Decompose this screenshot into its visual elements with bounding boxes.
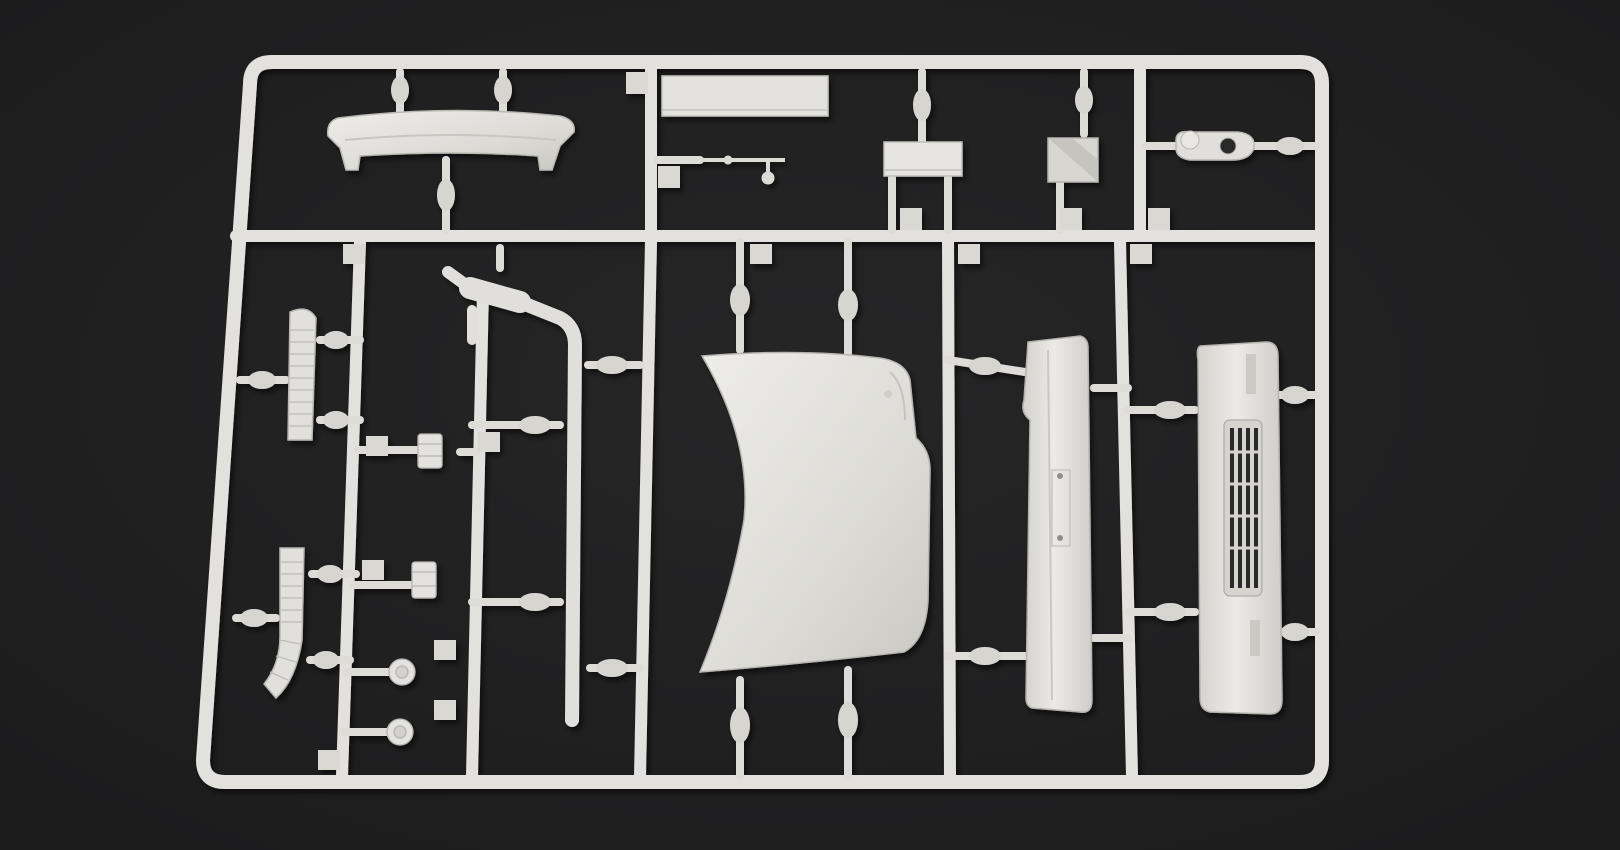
sprue-frame [196, 55, 1329, 789]
rear-wing-part [326, 109, 575, 171]
sprue-runners [230, 62, 1324, 782]
grille-slots [1230, 428, 1258, 588]
gate-bulges [240, 76, 1309, 743]
bracket-part [1175, 130, 1255, 161]
front-bumper-part [1196, 341, 1283, 715]
block-part [883, 141, 963, 177]
rear-bumper-part [1022, 335, 1093, 713]
flat-panel-part [661, 75, 829, 117]
hood-part [698, 351, 931, 673]
sprue-assembly [196, 55, 1329, 789]
round-knob-parts [386, 658, 416, 746]
small-cylinder-parts [411, 433, 443, 599]
exhaust-pipe-part [442, 266, 582, 727]
intake-hose-lower [263, 547, 305, 700]
part-number-tabs [318, 72, 1170, 770]
antenna-part [700, 155, 785, 185]
box-part [1047, 137, 1099, 183]
intake-hose-upper [287, 308, 317, 441]
